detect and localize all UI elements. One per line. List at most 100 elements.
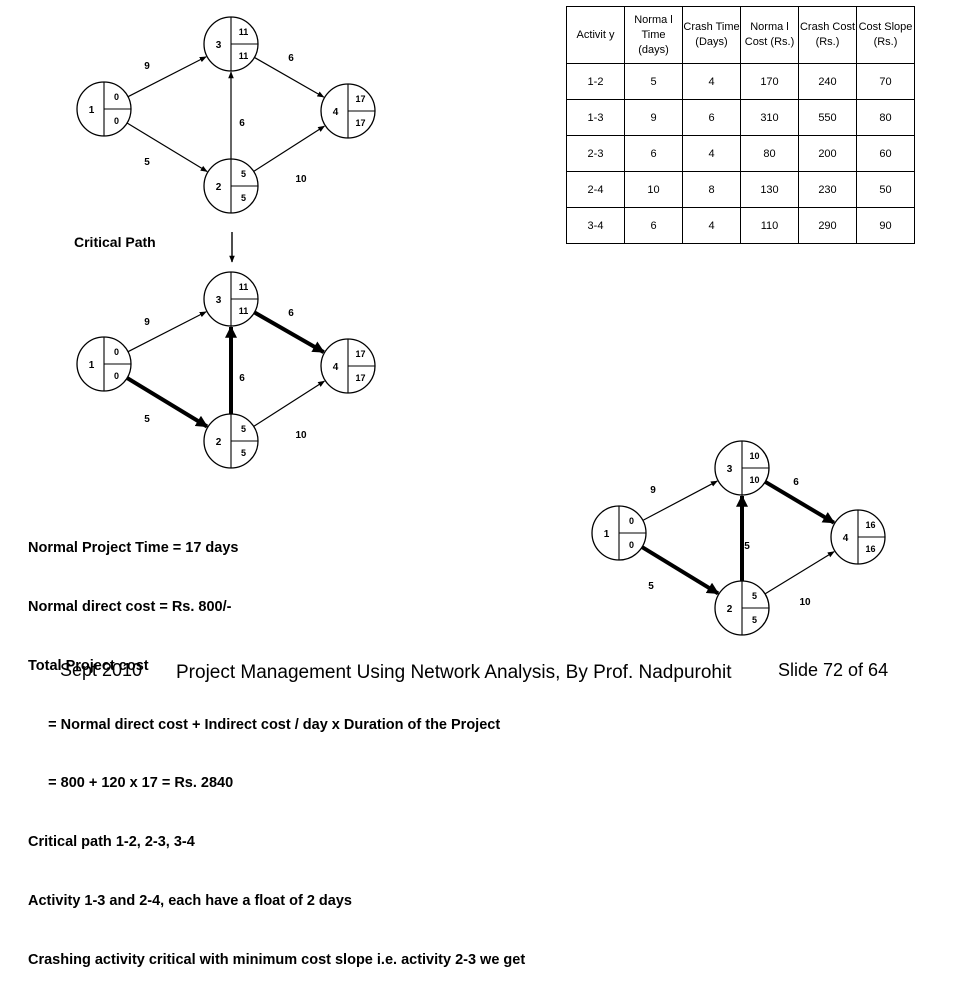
duration-label-1-2: 5 (144, 414, 150, 425)
node-id: 4 (333, 107, 339, 118)
node-earliest-time: 0 (629, 516, 634, 526)
event-node-3: 3 11 11 (203, 16, 259, 72)
table-header-cell: Crash Time (Days) (682, 6, 741, 64)
activity-arrow-3-4 (254, 56, 325, 98)
event-node-4: 4 17 17 (320, 83, 376, 139)
node-earliest-time: 16 (865, 520, 875, 530)
note-line: Normal direct cost = Rs. 800/- (28, 598, 232, 615)
node-id: 4 (333, 362, 339, 373)
table-header-cell: Activit y (566, 6, 625, 64)
note-line: Normal Project Time = 17 days (28, 540, 239, 557)
table-cell: 1-3 (566, 99, 625, 136)
node-earliest-time: 17 (355, 94, 365, 104)
node-latest-time: 17 (355, 373, 365, 383)
table-cell: 6 (682, 99, 741, 136)
critical-path-label: Critical Path (74, 234, 156, 250)
node-earliest-time: 0 (114, 347, 119, 357)
table-cell: 550 (798, 99, 857, 136)
event-node-2: 2 5 5 (203, 158, 259, 214)
event-node-1: 1 0 0 (591, 505, 647, 561)
table-header-row: Activit y Norma l Time (days) Crash Time… (566, 6, 915, 64)
table-cell: 60 (856, 135, 915, 172)
node-earliest-time: 0 (114, 92, 119, 102)
duration-label-2-4: 10 (295, 174, 307, 185)
table-cell: 10 (624, 171, 683, 208)
node-id: 2 (216, 437, 222, 448)
node-earliest-time: 5 (241, 169, 246, 179)
event-node-1: 1 0 0 (76, 81, 132, 137)
node-latest-time: 0 (629, 540, 634, 550)
table-cell: 310 (740, 99, 799, 136)
table-cell: 130 (740, 171, 799, 208)
table-cell: 290 (798, 207, 857, 244)
note-line: Activity 1-3 and 2-4, each have a float … (28, 892, 352, 909)
node-id: 2 (727, 604, 733, 615)
duration-label-2-4: 10 (799, 597, 811, 608)
table-cell: 70 (856, 63, 915, 100)
node-id: 4 (843, 533, 849, 544)
event-node-1: 1 0 0 (76, 336, 132, 392)
note-line: = Normal direct cost + Indirect cost / d… (28, 716, 501, 733)
duration-label-2-3: 5 (744, 541, 750, 552)
note-line: Critical path 1-2, 2-3, 3-4 (28, 834, 195, 851)
table-cell: 6 (624, 207, 683, 244)
table-cell: 80 (740, 135, 799, 172)
activity-arrow-2-4 (253, 380, 326, 427)
node-id: 2 (216, 182, 222, 193)
duration-label-1-3: 9 (144, 61, 150, 72)
node-earliest-time: 10 (749, 451, 759, 461)
duration-label-3-4: 6 (793, 477, 799, 488)
node-latest-time: 5 (752, 615, 757, 625)
table-header-cell: Norma l Time (days) (624, 6, 683, 64)
node-id: 1 (89, 105, 95, 116)
duration-label-3-4: 6 (288, 53, 294, 64)
table-cell: 2-4 (566, 171, 625, 208)
activity-arrow-1-3 (127, 311, 207, 353)
duration-label-1-2: 5 (648, 581, 654, 592)
duration-label-3-4: 6 (288, 308, 294, 319)
table-cell: 240 (798, 63, 857, 100)
event-node-2: 2 5 5 (714, 580, 770, 636)
table-cell: 200 (798, 135, 857, 172)
table-header-cell: Norma l Cost (Rs.) (740, 6, 799, 64)
node-latest-time: 0 (114, 371, 119, 381)
node-earliest-time: 5 (241, 424, 246, 434)
table-cell: 80 (856, 99, 915, 136)
note-line: = 800 + 120 x 17 = Rs. 2840 (28, 775, 234, 792)
event-node-2: 255 (203, 413, 259, 469)
activity-arrow-1-2 (126, 122, 208, 172)
node-id: 1 (89, 360, 95, 371)
node-latest-time: 17 (355, 118, 365, 128)
node-latest-time: 11 (239, 51, 249, 61)
node-earliest-time: 5 (752, 591, 757, 601)
table-cell: 90 (856, 207, 915, 244)
node-latest-time: 0 (114, 116, 119, 126)
table-cell: 1-2 (566, 63, 625, 100)
table-cell: 5 (624, 63, 683, 100)
notes-block: Normal Project Time = 17 days Normal dir… (28, 500, 525, 990)
activity-arrow-1-2 (126, 376, 209, 429)
table-cell: 4 (682, 135, 741, 172)
node-earliest-time: 11 (239, 27, 249, 37)
activity-arrow-1-2 (641, 545, 720, 596)
activity-arrow-3-4 (764, 480, 835, 525)
table-header-cell: Crash Cost (Rs.) (798, 6, 857, 64)
table-cell: 230 (798, 171, 857, 208)
node-latest-time: 5 (241, 193, 246, 203)
table-cell: 2-3 (566, 135, 625, 172)
duration-label-1-2: 5 (144, 157, 150, 168)
node-id: 1 (604, 529, 610, 540)
node-id: 3 (216, 40, 222, 51)
table-cell: 4 (682, 207, 741, 244)
